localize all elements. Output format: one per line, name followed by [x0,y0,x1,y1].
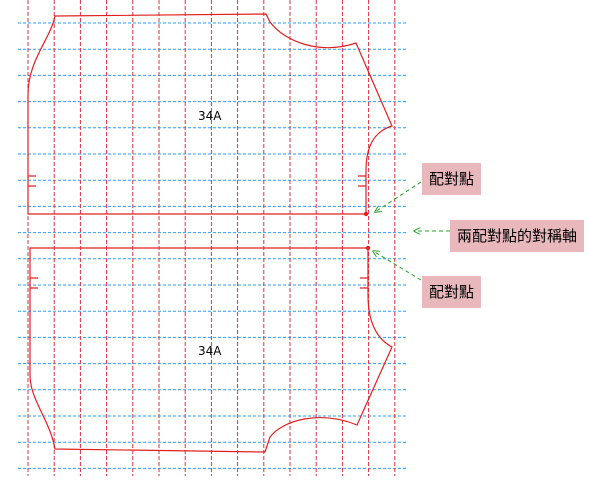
leader-top-notch [375,181,422,212]
leader-bottom-notch [373,251,422,281]
upper-left-notch [28,175,36,187]
callout-bottom-match-point: 配對點 [422,276,482,308]
lower-match-point [365,245,371,251]
upper-piece-label: 34A [198,109,222,123]
grid-horizontal-lines [18,22,408,469]
lower-pattern-piece-outline [29,247,393,453]
callout-top-match-point: 配對點 [422,163,482,195]
upper-match-point [363,211,369,217]
lower-right-notch [360,277,368,289]
upper-pattern-piece-outline [27,13,393,215]
upper-right-notch [358,175,366,187]
lower-piece-label: 34A [198,344,222,358]
lower-left-notch [30,277,38,289]
callout-symmetry-axis: 兩配對點的對稱軸 [450,220,585,252]
grid-vertical-lines [27,0,396,476]
